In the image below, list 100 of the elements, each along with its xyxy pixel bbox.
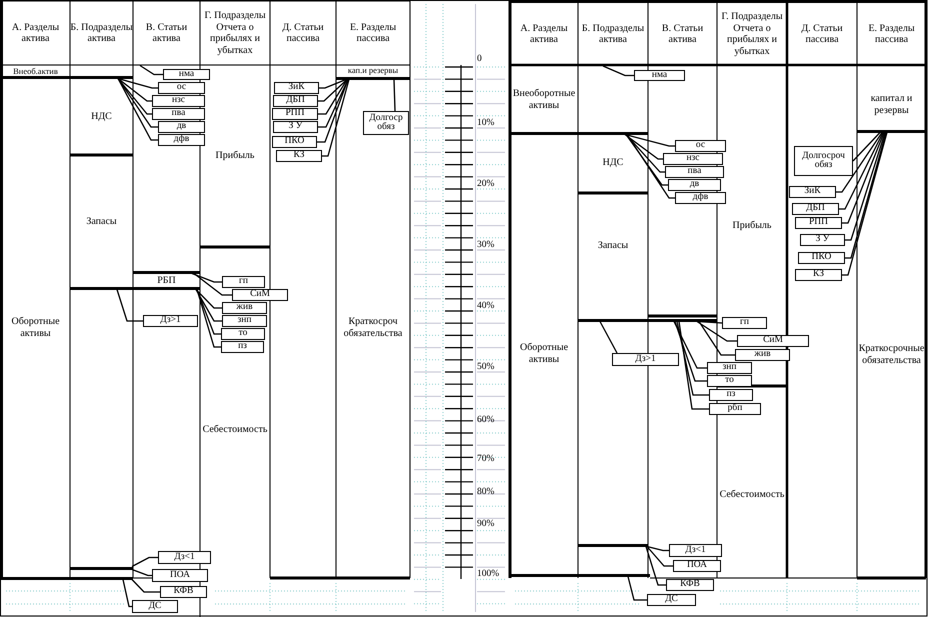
section-label: Прибыль — [216, 150, 254, 162]
leader-line — [132, 579, 160, 593]
section-label: Внеоб.актив — [13, 66, 58, 76]
leader-line — [698, 321, 735, 356]
callout-box: Дз>1 — [143, 315, 198, 327]
leader-line — [196, 289, 221, 335]
scale-label: 20% — [477, 178, 494, 190]
section-label: НДС — [602, 157, 624, 169]
leader-line — [625, 134, 668, 186]
section-label: капитал и резервы — [870, 92, 914, 116]
scale-label: 90% — [477, 518, 494, 530]
callout-box: Дз<1 — [669, 544, 722, 557]
leader-line — [196, 289, 222, 309]
leader-line — [192, 272, 222, 283]
column-header: Д. Статьи пассива — [281, 22, 325, 44]
callout-box: РПП — [795, 217, 842, 229]
thick-rule — [1, 576, 133, 580]
callout-box: нма — [163, 69, 210, 80]
leader-line — [318, 79, 348, 115]
thick-rule — [578, 318, 717, 322]
column-header: Г. Подразделы Отчета о прибылях и убытках — [720, 11, 784, 57]
leader-line — [117, 78, 158, 128]
leader-line — [132, 568, 152, 576]
callout-box: КФВ — [666, 579, 714, 591]
leader-line — [645, 546, 666, 586]
callout-box: ПОА — [152, 569, 208, 582]
callout-box: знп — [707, 362, 752, 374]
callout-box: пва — [665, 166, 724, 178]
column-header: В. Статьи актива — [660, 22, 704, 46]
callout-box: КЗ — [795, 269, 842, 281]
thick-rule — [510, 132, 648, 134]
leader-line — [627, 576, 647, 601]
scale-label: 40% — [477, 300, 494, 312]
callout-box: ДБП — [273, 95, 318, 107]
callout-box: ДС — [132, 600, 178, 613]
scale-label: 0 — [477, 54, 482, 64]
section-label: Запасы — [598, 240, 628, 252]
callout-box: дфв — [158, 134, 205, 146]
scale-label: 70% — [477, 454, 494, 464]
callout-box: нзс — [152, 95, 205, 107]
thick-rule — [133, 270, 200, 274]
section-label: Запасы — [86, 216, 117, 228]
callout-box: нзс — [663, 153, 723, 165]
callout-box: КФВ — [160, 586, 207, 598]
section-label: Краткосроч обязательства — [342, 316, 404, 340]
callout-box: З У — [273, 121, 318, 133]
column-header: Б. Подразделы актива — [70, 22, 133, 44]
leader-line — [194, 272, 232, 296]
thick-rule — [857, 130, 926, 132]
callout-box: ПКО — [272, 136, 317, 148]
leader-line — [116, 289, 143, 322]
section-label: Себестоимость — [202, 424, 268, 436]
scale-label: 80% — [477, 486, 494, 498]
callout-box: СиМ — [232, 289, 288, 301]
column-header: Е. Разделы пассива — [348, 22, 398, 44]
callout-box: Дз<1 — [158, 551, 211, 564]
callout-box: ДБП — [792, 203, 839, 215]
thick-rule — [70, 566, 133, 570]
leader-line — [122, 579, 132, 608]
section-label: Внеоборотные активы — [512, 88, 576, 112]
leader-line — [140, 64, 163, 76]
leader-line — [317, 79, 349, 143]
leader-line — [318, 79, 349, 128]
callout-box: ос — [158, 82, 205, 94]
leader-line — [845, 132, 887, 259]
callout-box: гп — [722, 317, 767, 329]
callout-box: ПОА — [673, 560, 721, 572]
section-label: Себестоимость — [720, 489, 784, 501]
callout-box: рбп — [709, 403, 761, 415]
section-label: Оборотные активы — [518, 342, 570, 366]
thick-rule — [510, 574, 650, 576]
leader-line — [318, 79, 348, 102]
leader-line — [842, 132, 888, 276]
leader-line — [393, 79, 396, 112]
leader-line — [646, 546, 669, 552]
callout-box: СиМ — [737, 335, 809, 347]
column-header: А. Разделы актива — [519, 22, 569, 46]
callout-box: Долгосроч обяз — [794, 146, 853, 176]
scale-label: 50% — [477, 362, 494, 372]
callout-box: гп — [222, 276, 265, 288]
callout-box: пва — [152, 108, 205, 120]
scale-label: 100% — [477, 568, 500, 580]
column-header: Е. Разделы пассива — [867, 22, 916, 46]
leader-line — [676, 321, 709, 396]
thick-rule — [336, 76, 410, 80]
leader-line — [673, 321, 707, 369]
leader-line — [118, 78, 158, 89]
column-header: А. Разделы актива — [10, 22, 60, 44]
leader-line — [845, 132, 886, 241]
thick-rule — [578, 544, 648, 546]
leader-line — [674, 321, 707, 382]
callout-box: жив — [735, 349, 790, 361]
column-header: Г. Подразделы Отчета о прибылях и убытках — [203, 10, 267, 56]
callout-box: ЗиК — [789, 186, 836, 198]
section-label: Краткосрочные обязательства — [858, 342, 926, 366]
leader-line — [624, 134, 663, 160]
callout-box: жив — [222, 302, 267, 314]
scale-label: 10% — [477, 118, 494, 128]
callout-box: знп — [222, 315, 267, 327]
leader-line — [678, 321, 709, 410]
